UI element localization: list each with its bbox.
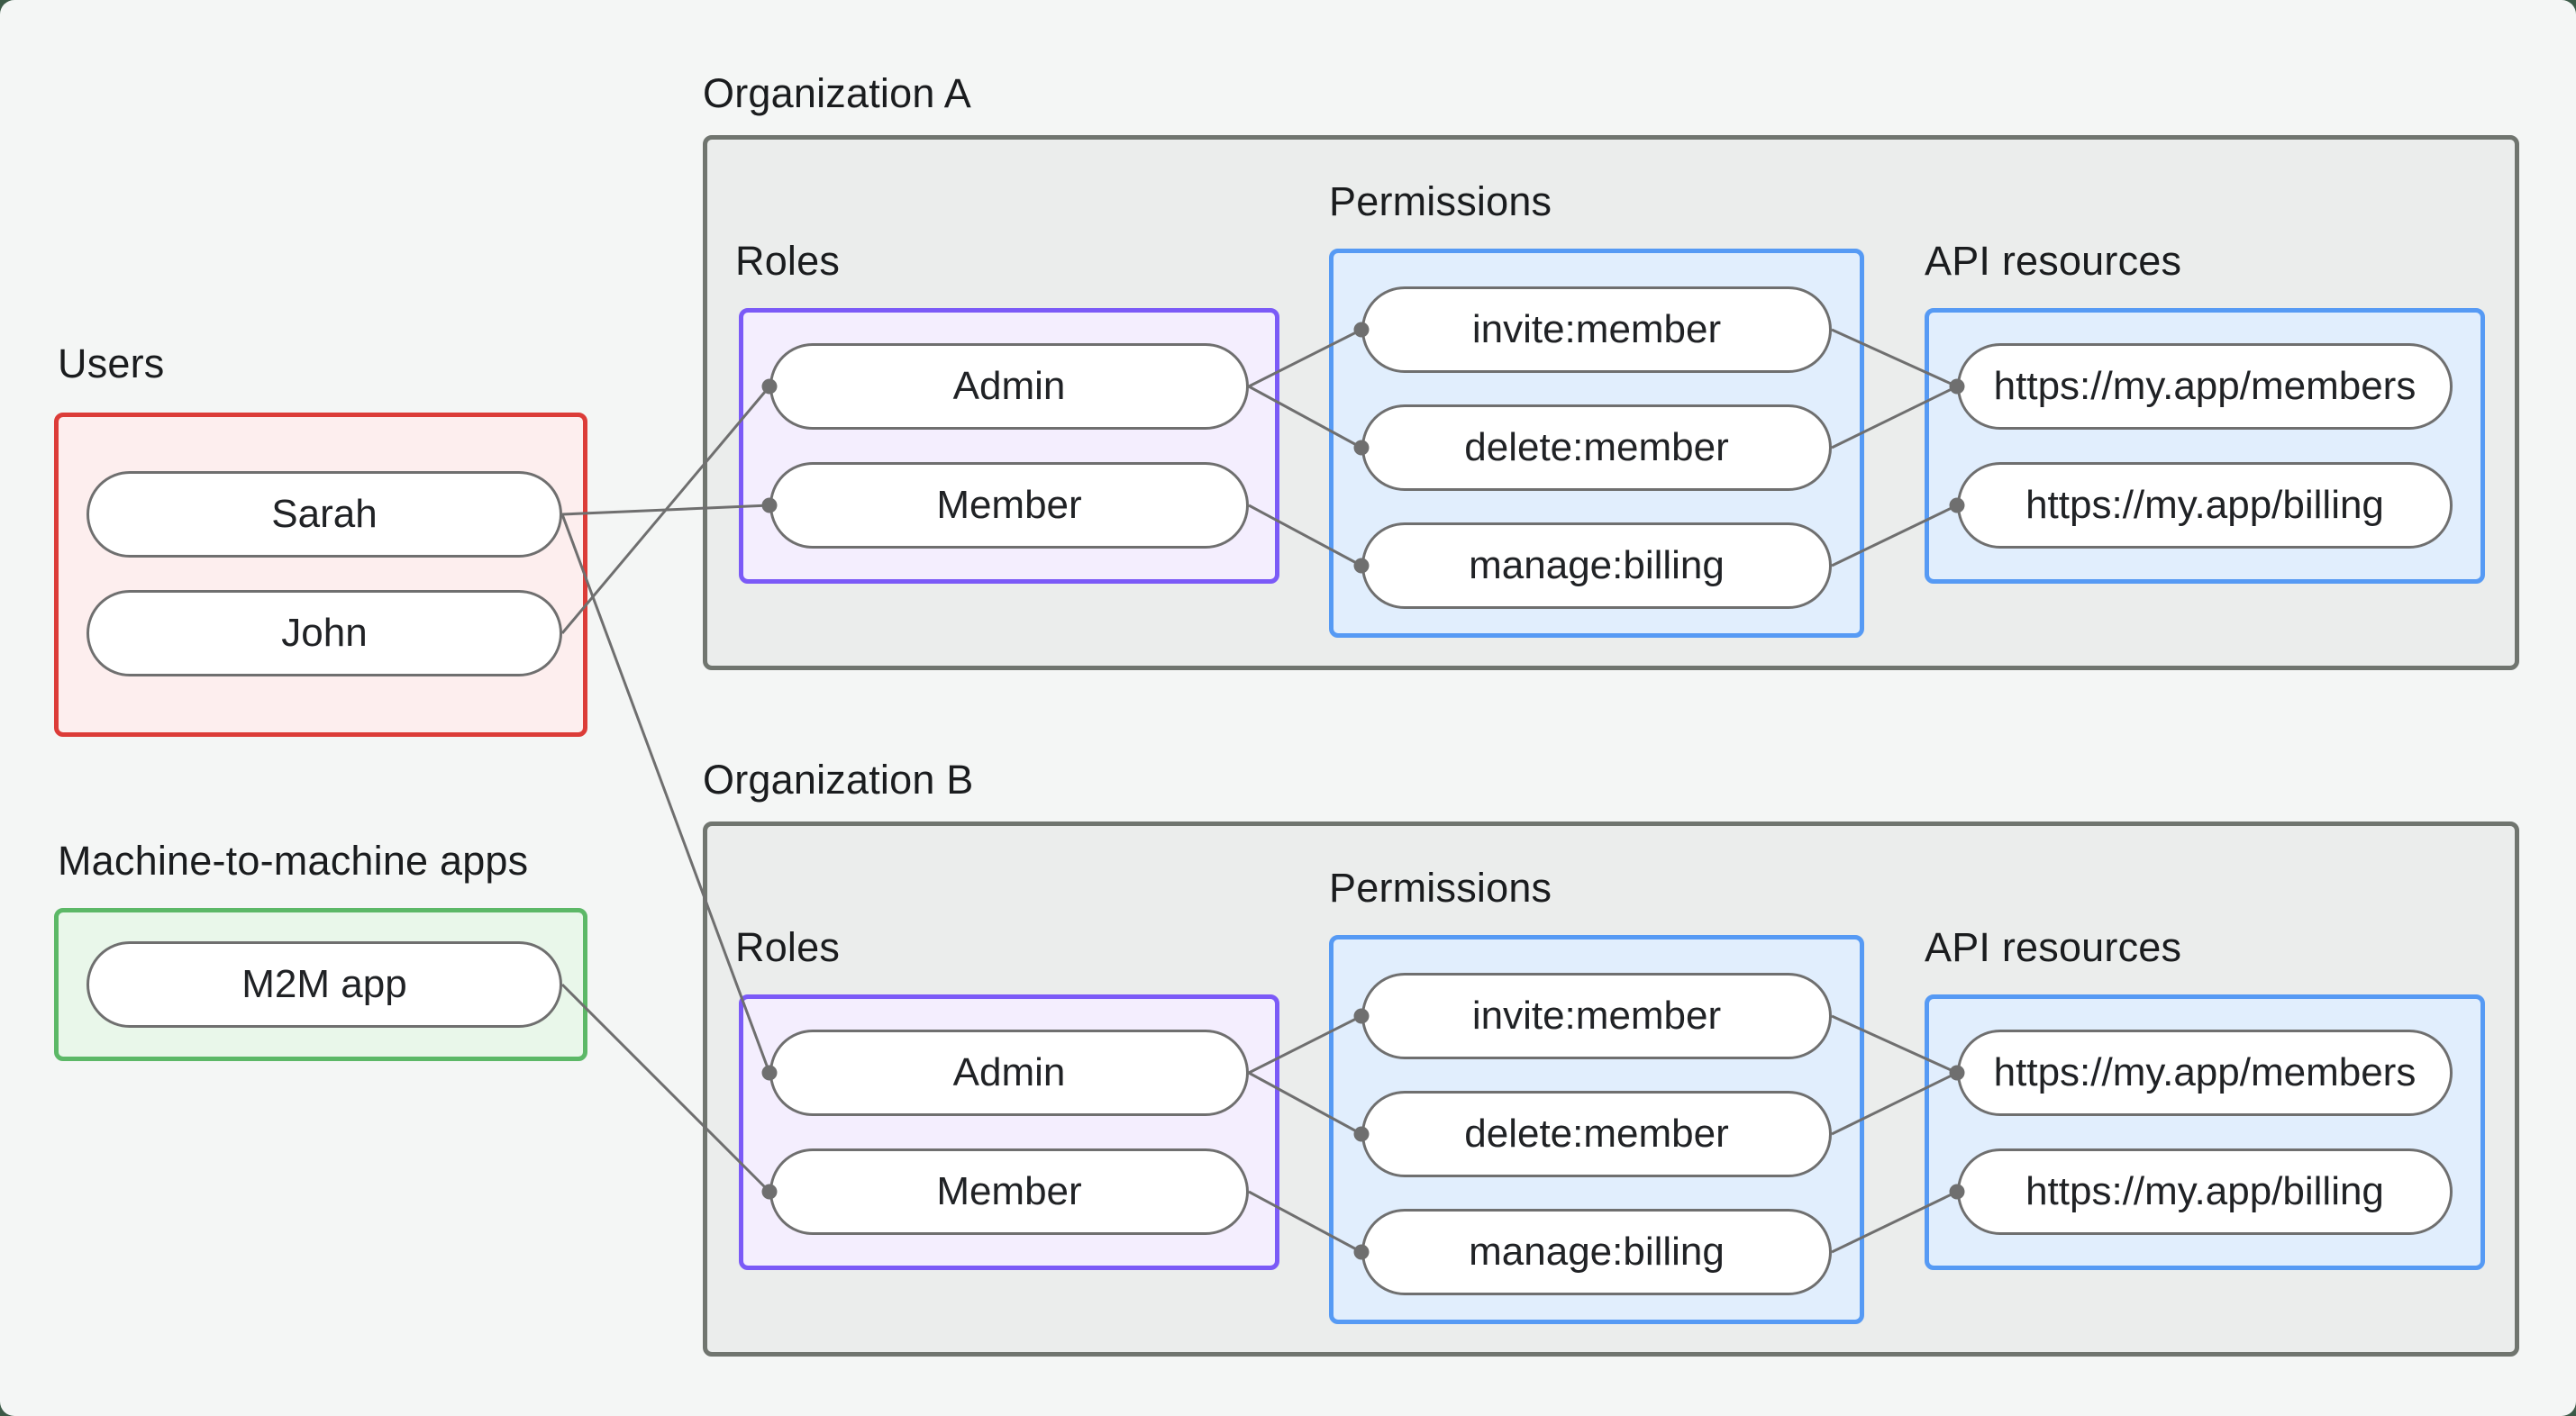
- api-resource-node-billing: https://my.app/billing: [1957, 1148, 2453, 1235]
- permissions-label: Permissions: [1329, 178, 1552, 224]
- role-node-admin: Admin: [769, 343, 1249, 430]
- role-node-member: Member: [769, 462, 1249, 549]
- users-group-box: [54, 413, 587, 737]
- role-node-admin: Admin: [769, 1030, 1249, 1116]
- permission-node-invite-member: invite:member: [1361, 973, 1832, 1059]
- role-node-member: Member: [769, 1148, 1249, 1235]
- roles-label: Roles: [735, 238, 841, 284]
- organization-a: Organization A Roles Admin Member Permis…: [703, 70, 2519, 683]
- organization-b-title: Organization B: [703, 757, 974, 803]
- organization-a-title: Organization A: [703, 70, 971, 116]
- api-resource-node-billing: https://my.app/billing: [1957, 462, 2453, 549]
- user-node-sarah: Sarah: [86, 471, 562, 558]
- permission-node-invite-member: invite:member: [1361, 286, 1832, 373]
- permission-node-manage-billing: manage:billing: [1361, 522, 1832, 609]
- api-resources-label: API resources: [1925, 924, 2182, 970]
- organization-b: Organization B Roles Admin Member Permis…: [703, 757, 2519, 1369]
- api-resource-node-members: https://my.app/members: [1957, 1030, 2453, 1116]
- api-resources-label: API resources: [1925, 238, 2182, 284]
- permission-node-delete-member: delete:member: [1361, 1091, 1832, 1177]
- permissions-label: Permissions: [1329, 865, 1552, 911]
- users-group-label: Users: [58, 340, 165, 386]
- user-node-john: John: [86, 590, 562, 676]
- m2m-app-node: M2M app: [86, 941, 562, 1028]
- roles-label: Roles: [735, 924, 841, 970]
- api-resource-node-members: https://my.app/members: [1957, 343, 2453, 430]
- m2m-group-label: Machine-to-machine apps: [58, 838, 529, 884]
- permission-node-manage-billing: manage:billing: [1361, 1209, 1832, 1295]
- permission-node-delete-member: delete:member: [1361, 404, 1832, 491]
